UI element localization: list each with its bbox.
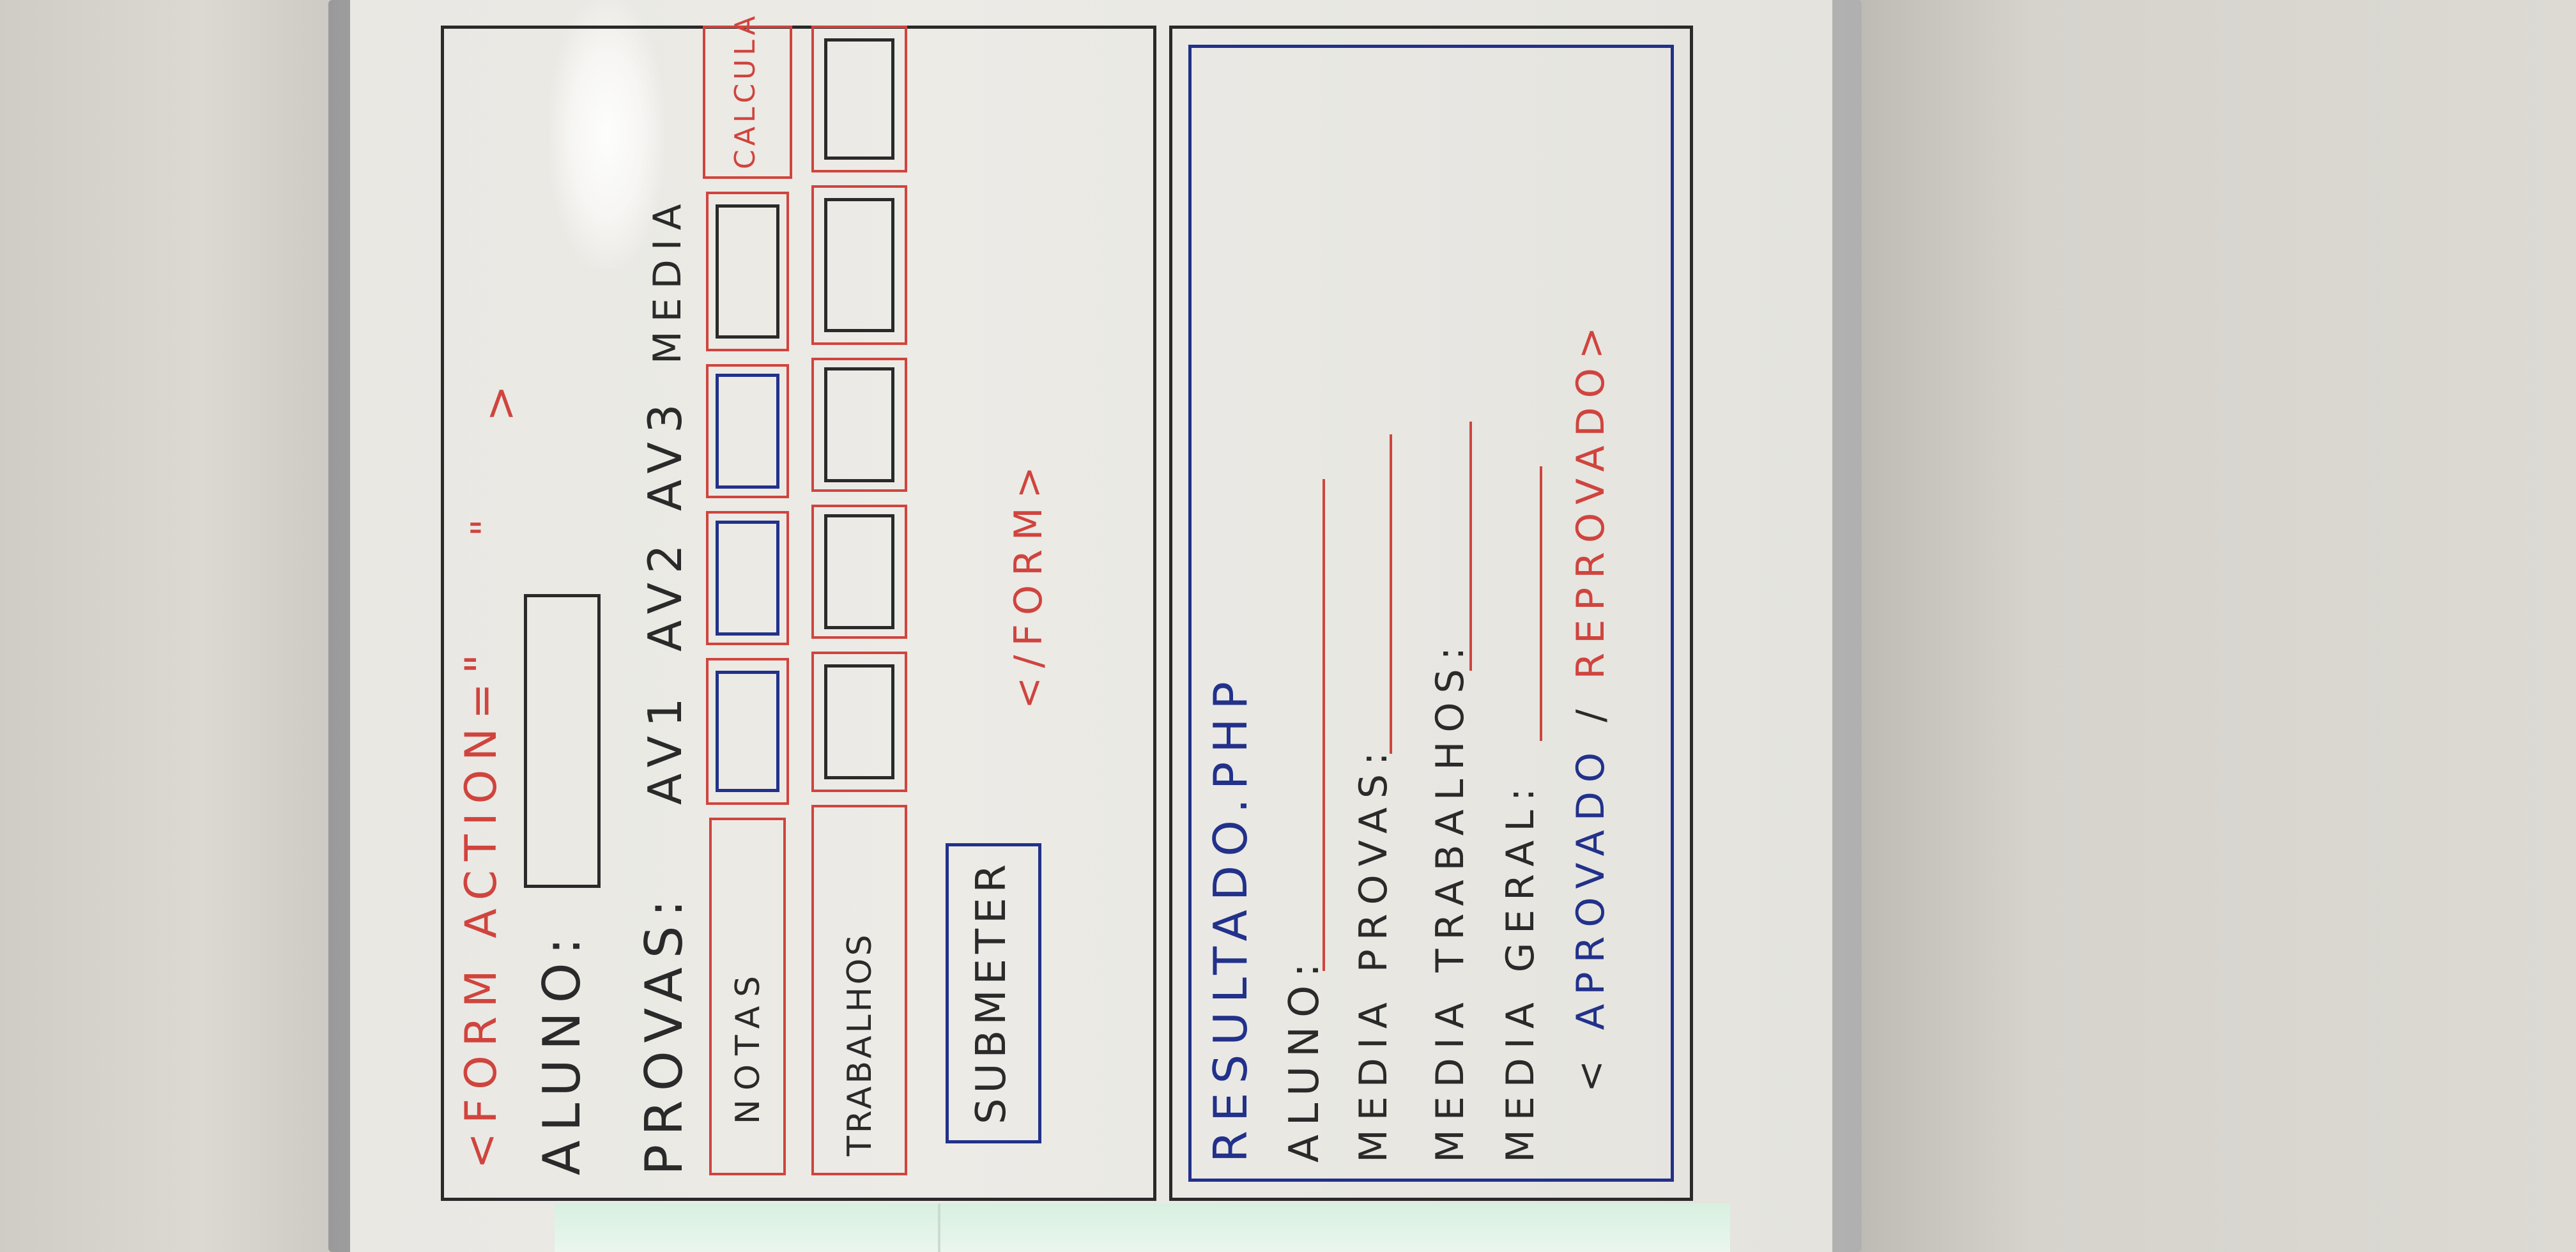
aluno-input[interactable] — [524, 594, 601, 888]
trabalhos-media-output — [824, 198, 894, 332]
col-av3: AV3 — [638, 395, 692, 511]
trabalhos-extra-output — [824, 38, 894, 160]
wall-right — [1853, 0, 2576, 1252]
aluno-label: ALUNO: — [532, 928, 592, 1175]
media-provas-line — [1390, 434, 1392, 754]
submit-label: SUBMETER — [968, 859, 1015, 1124]
trabalhos-av3-input[interactable] — [824, 367, 894, 482]
trabalhos-label: TRABALHOS — [841, 932, 879, 1156]
media-geral-line — [1540, 466, 1542, 741]
calcular-label: CALCULA — [729, 12, 762, 169]
status-sep: / — [1568, 700, 1613, 722]
provas-label: PROVAS: — [634, 890, 694, 1175]
form-close-bracket: > — [475, 376, 526, 422]
status-reprovado: REPROVADO> — [1568, 317, 1613, 680]
projector-split — [938, 1203, 940, 1252]
media-trabalhos-label: MEDIA TRABALHOS: — [1428, 638, 1473, 1163]
notas-av3-input[interactable] — [716, 374, 779, 489]
col-media: MEDIA — [645, 195, 690, 364]
trabalhos-av2-input[interactable] — [824, 514, 894, 629]
light-glare — [549, 0, 664, 268]
wall-left — [0, 0, 332, 1252]
resultado-aluno-label: ALUNO: — [1281, 954, 1328, 1163]
resultado-title: RESULTADO.PHP — [1204, 673, 1257, 1163]
form-close-tag: </FORM> — [1006, 457, 1051, 709]
notas-media-output — [716, 204, 779, 339]
resultado-aluno-line — [1322, 479, 1325, 971]
notas-label: NOTAS — [729, 966, 767, 1124]
media-geral-label: MEDIA GERAL: — [1498, 779, 1543, 1163]
whiteboard-drawing: <FORM ACTION=" " > ALUNO: PROVAS: AV1 AV… — [383, 0, 1725, 1214]
notas-av1-input[interactable] — [716, 671, 779, 792]
status-aprovado: APROVADO — [1568, 743, 1613, 1030]
notas-av2-input[interactable] — [716, 521, 779, 636]
status-line: < APROVADO / REPROVADO> — [1568, 318, 1613, 1092]
projector-strip — [555, 1203, 1730, 1252]
form-close-quote: " — [463, 510, 508, 537]
trabalhos-av1-input[interactable] — [824, 664, 894, 779]
col-av1: AV1 — [638, 689, 692, 805]
col-av2: AV2 — [638, 535, 692, 652]
form-open-tag: <FORM ACTION=" — [456, 645, 507, 1169]
status-prefix: < — [1568, 1051, 1613, 1092]
media-trabalhos-line — [1469, 422, 1472, 671]
media-provas-label: MEDIA PROVAS: — [1351, 743, 1396, 1163]
